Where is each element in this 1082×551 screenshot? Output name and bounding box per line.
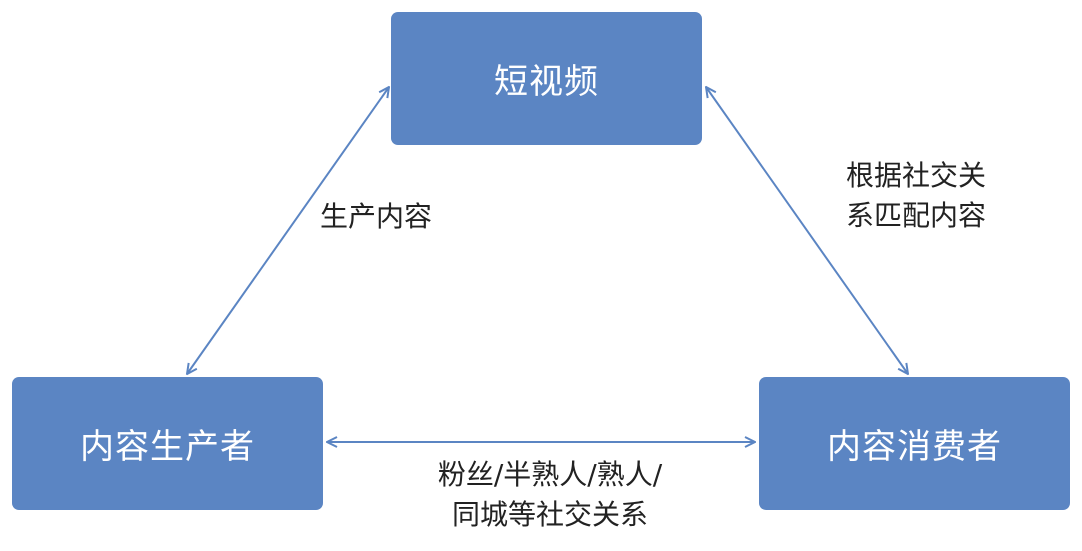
node-content-producer-label: 内容生产者 [80,427,255,467]
node-content-consumer-label: 内容消费者 [827,427,1002,467]
arrow-shortvideo-consumer [706,87,908,374]
edge-label-social-relations-line1: 粉丝/半熟人/熟人/ [437,458,663,491]
edge-label-social-matching-line2: 系匹配内容 [846,199,987,232]
edge-label-social-relations-line2: 同城等社交关系 [451,498,648,531]
node-content-producer: 内容生产者 [12,377,323,510]
node-content-consumer: 内容消费者 [759,377,1070,510]
edge-label-produce-content: 生产内容 [320,197,432,237]
node-short-video: 短视频 [391,12,702,145]
edge-label-social-matching: 根据社交关 系匹配内容 [846,156,986,236]
node-short-video-label: 短视频 [494,62,599,102]
arrow-producer-shortvideo [187,87,389,374]
edge-label-social-matching-line1: 根据社交关 [846,159,987,192]
edge-label-social-relations: 粉丝/半熟人/熟人/ 同城等社交关系 [405,455,695,535]
edge-label-produce-content-text: 生产内容 [320,200,433,233]
